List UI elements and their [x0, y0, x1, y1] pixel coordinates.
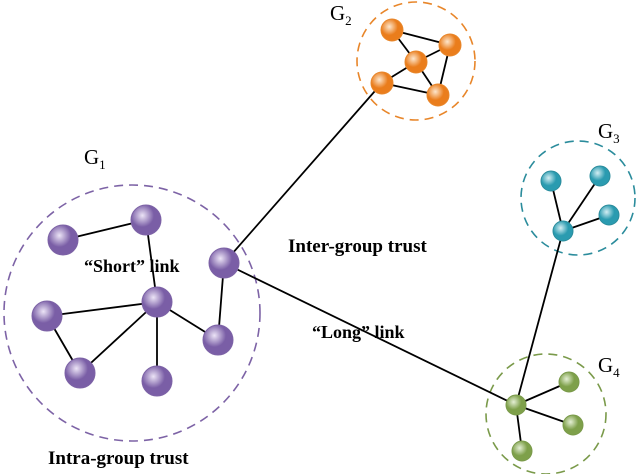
node-g2-b [438, 33, 462, 57]
edge-g3-b-d [562, 175, 601, 232]
node-g1-f [64, 357, 96, 389]
node-g1-c [208, 247, 240, 279]
group-g2-label: G2 [330, 1, 352, 28]
long-link-label: “Long” link [312, 322, 405, 342]
group-g1-label: G1 [84, 145, 106, 172]
group-g4-boundary [485, 353, 607, 474]
node-g3-c [598, 204, 620, 226]
cross-link-g1c-g4a [223, 262, 517, 406]
cross-link-g1c-g2d [223, 82, 383, 264]
node-g1-g [141, 365, 173, 397]
node-g2-e [426, 83, 450, 107]
group-g1-boundary [3, 184, 261, 442]
node-g4-d [511, 440, 533, 462]
node-g3-a [540, 170, 562, 192]
node-g3-d [552, 220, 574, 242]
edge-g1-d-f [79, 301, 158, 374]
intra-group-trust-label: Intra-group trust [48, 448, 189, 469]
node-g1-d [141, 286, 173, 318]
nodes [31, 18, 620, 462]
group-g2-boundary [356, 1, 476, 121]
node-g4-c [562, 414, 584, 436]
group-g3-boundary [520, 140, 636, 256]
node-g1-h [202, 324, 234, 356]
node-g2-c [404, 50, 428, 74]
node-g1-b [130, 204, 162, 236]
node-g2-a [380, 18, 404, 42]
node-g1-a [47, 224, 79, 256]
node-g2-d [370, 71, 394, 95]
short-link-label: “Short” link [84, 256, 180, 276]
edge-g1-d-e [46, 301, 158, 317]
group-g3-label: G3 [598, 119, 620, 146]
node-g1-e [31, 300, 63, 332]
node-g4-a [505, 394, 527, 416]
cross-link-g3d-g4a [515, 230, 564, 406]
node-g4-b [558, 371, 580, 393]
node-g3-b [589, 165, 611, 187]
group-g4-label: G4 [598, 353, 620, 380]
inter-group-trust-label: Inter-group trust [288, 236, 427, 257]
